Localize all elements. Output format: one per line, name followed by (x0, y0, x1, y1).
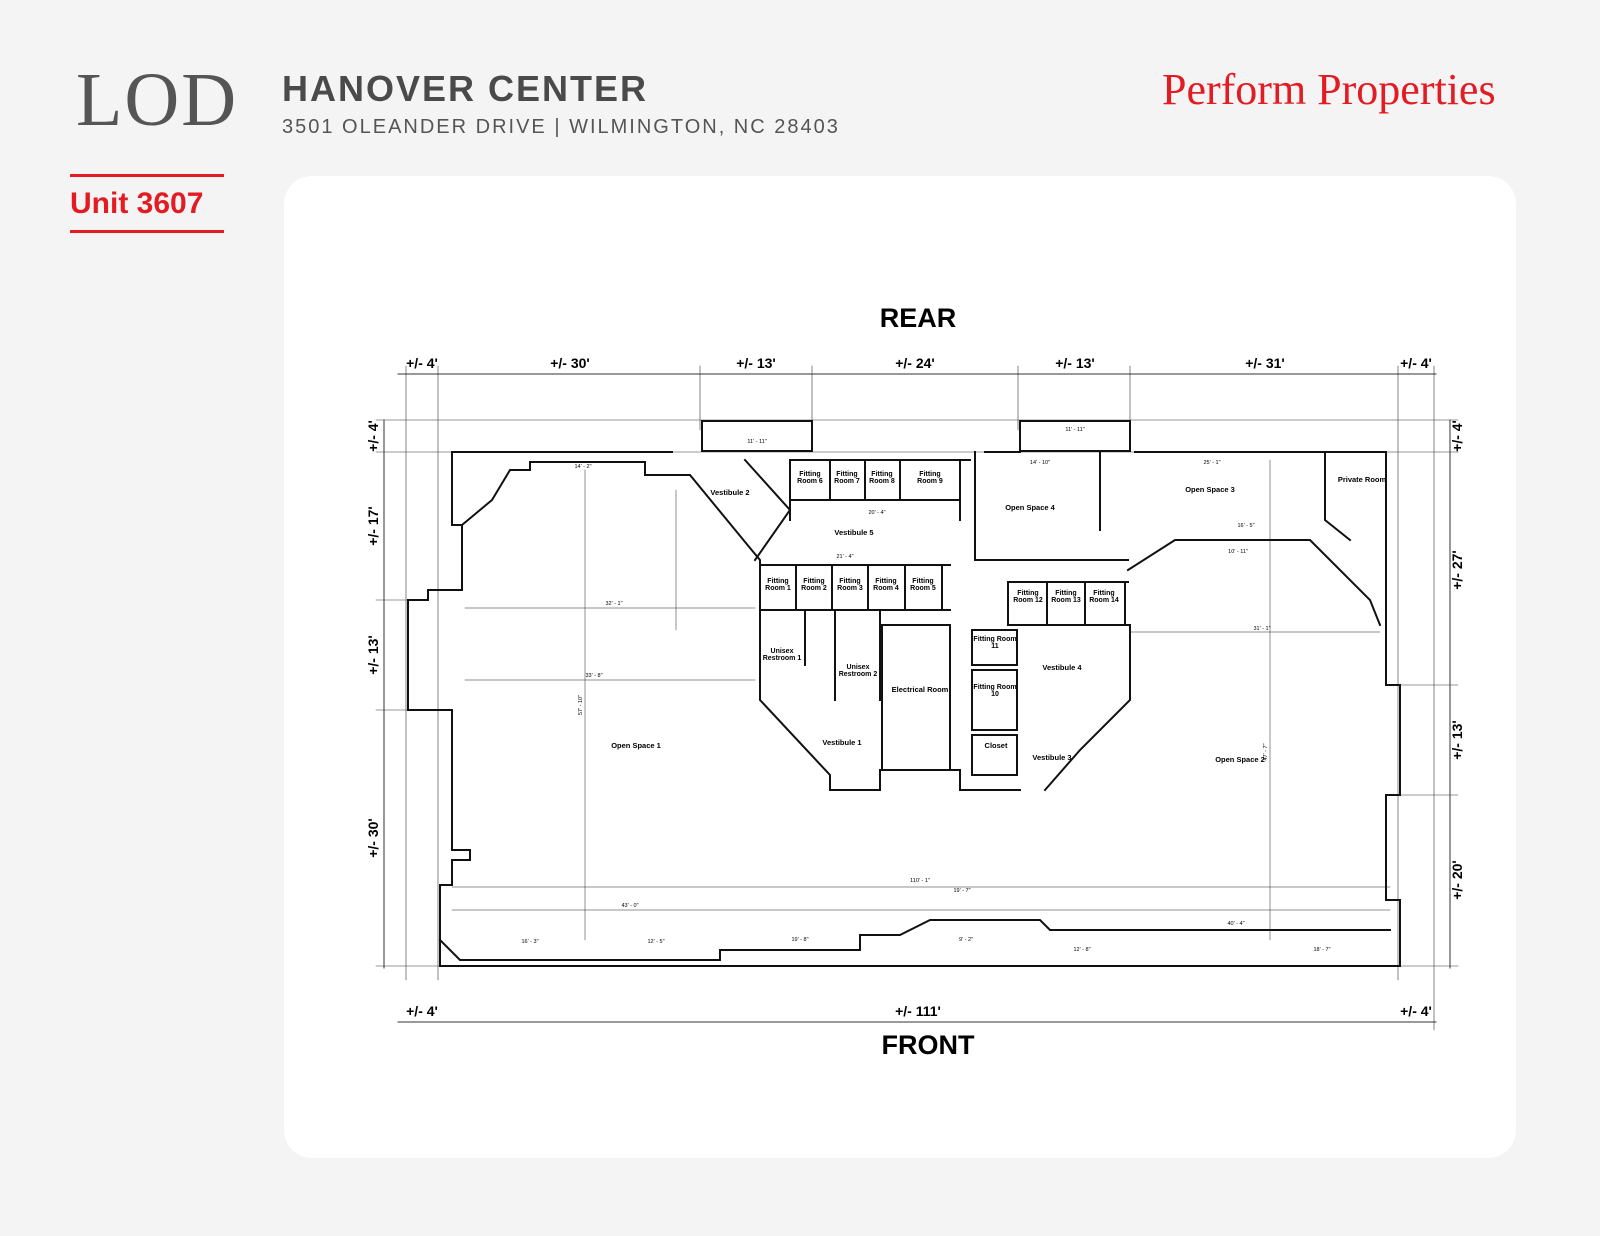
room-label: Private Room (1338, 475, 1387, 484)
dimension-label: 9' - 2" (959, 937, 973, 943)
dimension-label: 18' - 7" (1313, 947, 1330, 953)
dimension-label: 11' - 11" (747, 439, 766, 445)
dimension-label: 14' - 10" (1030, 460, 1050, 466)
dimension-label: 16' - 3" (521, 939, 538, 945)
brand-logo: Perform Properties (1162, 65, 1496, 114)
dimension-label: 14' - 2" (574, 464, 591, 470)
lod-logo: LOD (76, 58, 239, 142)
room-label: Fitting Room 9 (917, 471, 943, 486)
room-label: Fitting Room 3 (837, 578, 863, 593)
dimension-label: 110' - 1" (910, 878, 930, 884)
top-dim: +/- 31' (1245, 355, 1285, 371)
top-dim: +/- 4' (406, 355, 438, 371)
dimension-label: 32' - 1" (605, 601, 622, 607)
rear-label: REAR (880, 303, 957, 333)
dimension-label: 20' - 4" (868, 510, 885, 516)
left-dim: +/- 30' (365, 818, 381, 858)
left-dim: +/- 4' (365, 420, 381, 452)
room-label: Electrical Room (892, 685, 949, 694)
room-label: Vestibule 5 (834, 528, 873, 537)
room-label: Fitting Room 4 (873, 578, 899, 593)
reference-lines (451, 459, 1391, 941)
walls (407, 420, 1401, 967)
dimension-label: 40' - 4" (1227, 921, 1244, 927)
room-label: Vestibule 1 (822, 738, 861, 747)
room-label: Vestibule 3 (1032, 753, 1071, 762)
right-dim: +/- 4' (1449, 420, 1465, 452)
top-dim: +/- 4' (1400, 355, 1432, 371)
dimension-label: 57' - 10" (578, 695, 584, 715)
room-label: Closet (985, 741, 1008, 750)
property-title: HANOVER CENTER (282, 68, 649, 109)
right-dim: +/- 20' (1449, 860, 1465, 900)
room-label: Fitting Room 14 (1089, 590, 1119, 605)
room-label: Vestibule 4 (1042, 663, 1082, 672)
dimension-label: 11' - 11" (1065, 427, 1084, 433)
room-label: Fitting Room 5 (910, 578, 936, 593)
dimension-label: 19' - 7" (953, 888, 970, 894)
front-label: FRONT (882, 1030, 975, 1060)
right-dim: +/- 27' (1449, 550, 1465, 590)
room-label: Open Space 3 (1185, 485, 1235, 494)
room-label: Unisex Restroom 1 (762, 648, 802, 663)
floor-plan-card (284, 176, 1516, 1158)
dimension-label: 12' - 8" (1073, 947, 1090, 953)
top-dim: +/- 24' (895, 355, 935, 371)
room-label: Fitting Room 7 (834, 471, 860, 486)
room-label: Fitting Room 12 (1013, 590, 1043, 605)
room-label: Unisex Restroom 2 (838, 664, 878, 679)
dimension-label: 31' - 1" (1253, 626, 1270, 632)
dimension-label: 21' - 4" (836, 554, 853, 560)
dimension-label: 10' - 11" (1228, 549, 1248, 555)
bottom-dim: +/- 4' (406, 1003, 438, 1019)
dimension-label: 25' - 1" (1203, 460, 1220, 466)
dimension-label: 16' - 5" (1237, 523, 1254, 529)
room-label: Fitting Room 8 (869, 471, 895, 486)
bottom-dim: +/- 4' (1400, 1003, 1432, 1019)
dimension-label: 19' - 8" (791, 937, 808, 943)
room-label: Fitting Room 2 (801, 578, 827, 593)
left-dim: +/- 17' (365, 506, 381, 546)
dimension-label: 12' - 5" (647, 939, 664, 945)
room-label: Open Space 2 (1215, 755, 1265, 764)
room-label: Open Space 1 (611, 741, 661, 750)
left-dim: +/- 13' (365, 635, 381, 675)
property-address: 3501 OLEANDER DRIVE | WILMINGTON, NC 284… (282, 116, 840, 138)
room-label: Fitting Room 1 (765, 578, 791, 593)
room-label: Fitting Room 10 (973, 684, 1017, 699)
top-dim: +/- 13' (1055, 355, 1095, 371)
bottom-dim: +/- 111' (895, 1003, 941, 1019)
top-dim: +/- 30' (550, 355, 590, 371)
room-label: Open Space 4 (1005, 503, 1055, 512)
unit-label: Unit 3607 (70, 174, 224, 233)
room-label: Fitting Room 6 (797, 471, 823, 486)
right-dim: +/- 13' (1449, 720, 1465, 760)
room-label: Fitting Room 13 (1051, 590, 1081, 605)
room-label: Vestibule 2 (710, 488, 749, 497)
dimension-label: 33' - 8" (585, 673, 602, 679)
room-label: Fitting Room 11 (973, 636, 1017, 651)
dimension-label: 47' - 7" (1263, 743, 1269, 760)
dimension-label: 43' - 0" (621, 903, 638, 909)
top-dim: +/- 13' (736, 355, 776, 371)
